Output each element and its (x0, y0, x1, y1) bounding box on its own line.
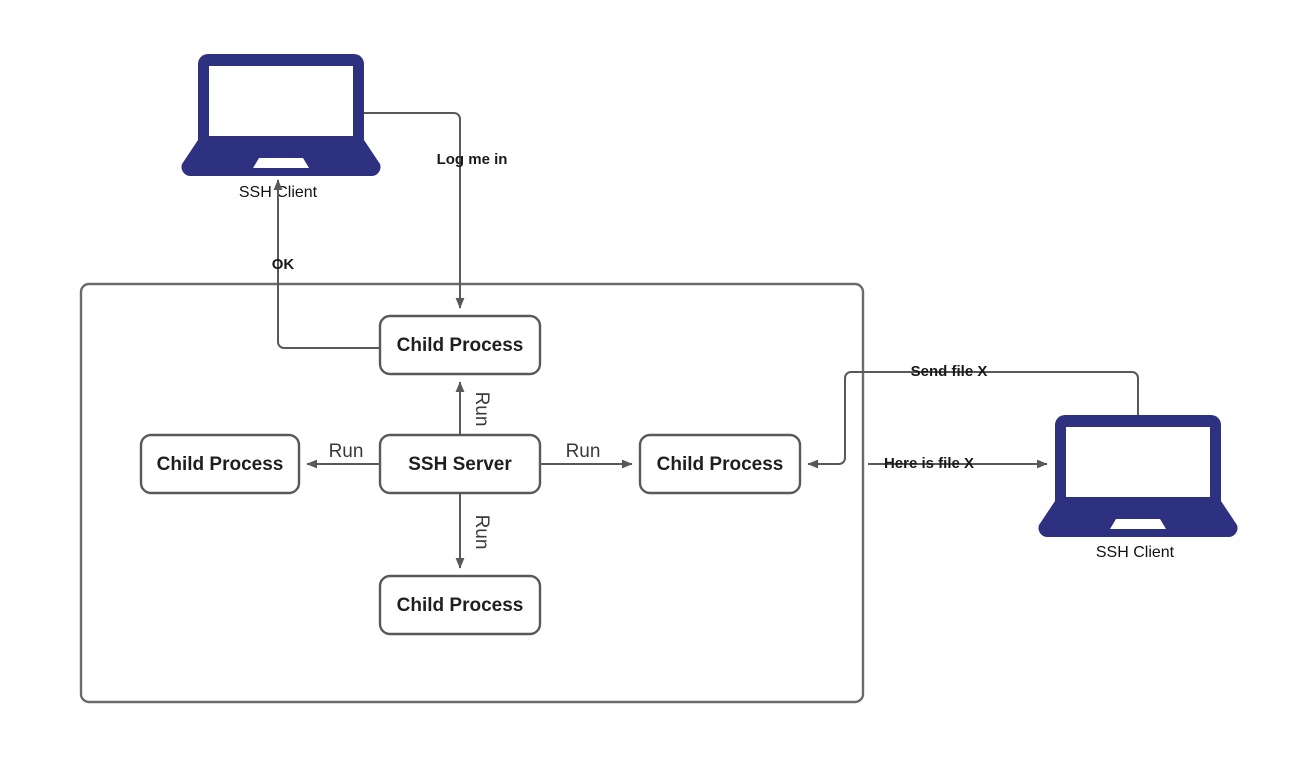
node-label: Child Process (397, 335, 524, 356)
edge-label-run-top: Run (471, 392, 492, 427)
node-child-process-top[interactable]: Child Process (378, 314, 542, 376)
laptop-ssh-client-top[interactable]: SSH Client (181, 54, 381, 201)
laptop-ssh-client-right[interactable]: SSH Client (1038, 415, 1238, 561)
node-box (378, 574, 542, 636)
node-box (378, 314, 542, 376)
node-child-process-bottom[interactable]: Child Process (378, 574, 542, 636)
edge-ok (273, 179, 380, 349)
node-box (139, 433, 301, 495)
laptop-trackpad-icon (253, 158, 309, 168)
ssh-server-host-boundary (79, 282, 865, 704)
laptop-screen-icon (1066, 427, 1210, 497)
node-label: Child Process (157, 454, 284, 475)
edge-label-ok: OK (272, 256, 295, 273)
edge-send-file-x (807, 371, 1139, 469)
node-label: Child Process (397, 595, 524, 616)
laptop-trackpad-icon (1110, 519, 1166, 529)
edge-log-me-in (364, 112, 465, 309)
node-box (378, 433, 542, 495)
node-child-process-right[interactable]: Child Process (638, 433, 802, 495)
node-child-process-left[interactable]: Child Process (139, 433, 301, 495)
edge-label-log-me-in: Log me in (437, 151, 508, 168)
node-label: Child Process (657, 454, 784, 475)
laptop-caption-right: SSH Client (1096, 544, 1175, 561)
node-box (638, 433, 802, 495)
node-label: SSH Server (408, 454, 512, 475)
node-ssh-server[interactable]: SSH Server (378, 433, 542, 495)
edge-label-here-is-file-x: Here is file X (884, 455, 974, 472)
edge-label-send-file-x: Send file X (911, 363, 988, 380)
edge-label-run-right: Run (566, 441, 601, 462)
edge-label-run-left: Run (329, 441, 364, 462)
edge-label-run-bottom: Run (471, 515, 492, 550)
laptop-screen-icon (209, 66, 353, 136)
